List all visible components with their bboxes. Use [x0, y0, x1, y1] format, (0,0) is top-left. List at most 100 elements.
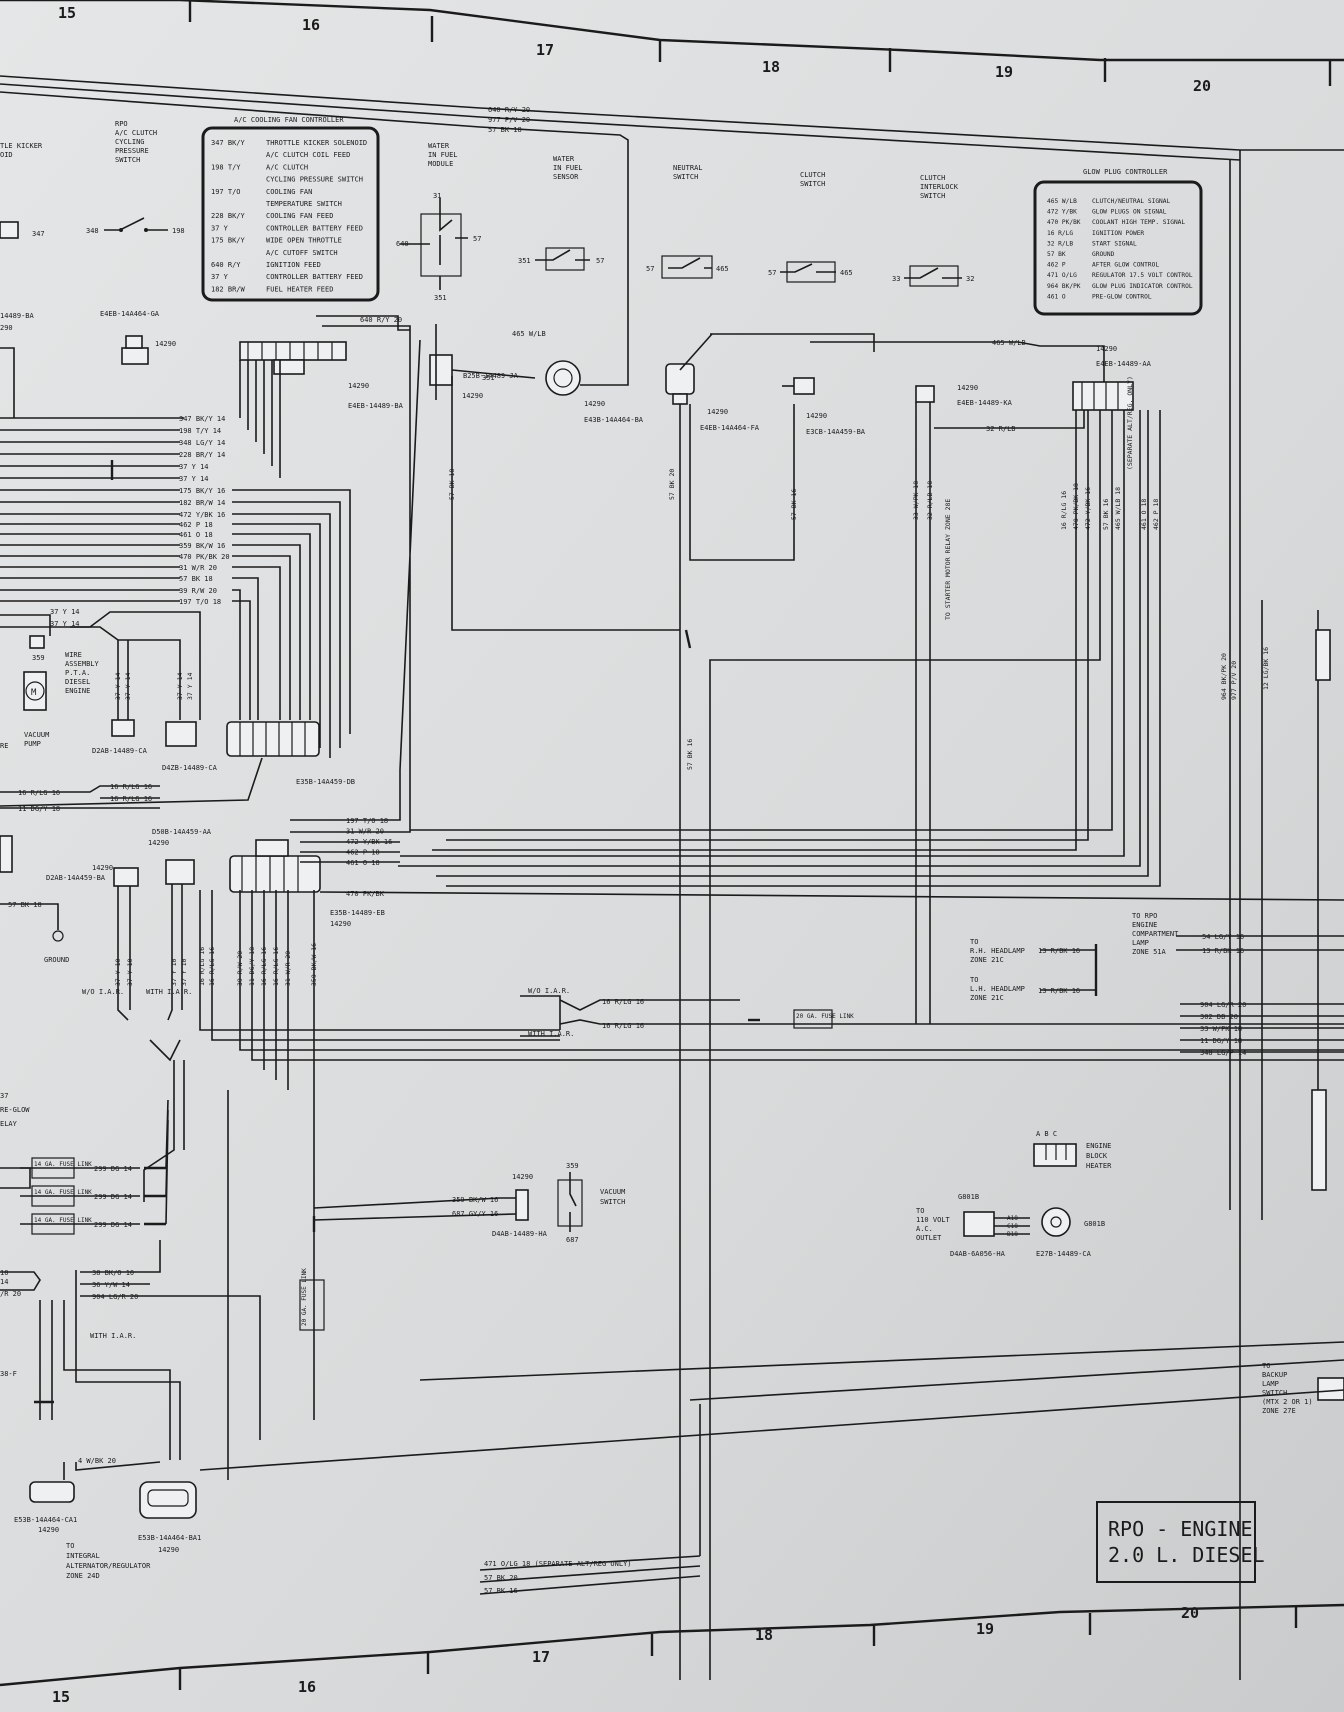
c14: D4AB-14489-HA	[492, 1230, 548, 1238]
ground-label: GROUND	[44, 956, 69, 964]
w32-label: 32 R/LB	[986, 425, 1016, 433]
w465-label: 465 W/LB	[992, 339, 1026, 347]
vlabel-v57bk16b: 57 BK 16	[686, 739, 694, 770]
bus-977: 977 P/V 20	[488, 116, 530, 124]
b18: B18	[1007, 1231, 1018, 1238]
gpc-row-desc-6: AFTER GLOW CONTROL	[1092, 262, 1159, 269]
cs-t1: SWITCH	[800, 180, 825, 188]
acs-title-1: A/C CLUTCH	[115, 129, 157, 137]
rh2: ZONE 21C	[970, 956, 1004, 964]
bus-640: 640 R/Y 20	[488, 106, 530, 114]
rpo-line2: 2.0 L. DIESEL	[1108, 1543, 1265, 1567]
vlabel-v33: 33 W/PK 18	[912, 481, 920, 520]
left-16: 16 R/LG 16	[18, 789, 60, 797]
acs-title-0: RPO	[115, 120, 128, 128]
acfc-row-desc-12: FUEL HEATER FEED	[266, 285, 333, 293]
acfc-row-desc-8: WIDE OPEN THROTTLE	[266, 237, 342, 245]
left-e4eb: E4EB-14A464-GA	[100, 310, 160, 318]
connector-e3cb: 14290 E3CB-14A459-BA	[782, 377, 866, 436]
wifm-t1: IN FUEL	[428, 151, 458, 159]
lower-bundle-label-0: 197 T/O 18	[346, 817, 388, 825]
w299a: 299 DG 14	[94, 1165, 132, 1173]
da-2: P.T.A.	[65, 669, 90, 677]
top-bus: 640 R/Y 20 977 P/V 20 57 BK 18	[0, 75, 1344, 1680]
zone-bottom-15: 15	[52, 1688, 70, 1706]
c18: C18	[1007, 1223, 1018, 1230]
c18: E53B-14A464-BA1	[138, 1534, 201, 1542]
lower-bundle-label-4: 461 O 18	[346, 859, 380, 867]
w13c: 13 R/BK 16	[1202, 947, 1244, 955]
c6n: 14290	[957, 384, 978, 392]
acfc-row-desc-2: A/C CLUTCH	[266, 163, 308, 171]
vs-top: 359	[566, 1162, 579, 1170]
right-bundle-label-2: 33 W/PK 18	[1200, 1025, 1242, 1033]
wifs-right: 57	[596, 257, 604, 265]
w38: 38 BK/O 10	[92, 1269, 134, 1277]
alt3: ZONE 24D	[66, 1572, 100, 1580]
aco0: TO	[916, 1207, 924, 1215]
zone-bottom-18: 18	[755, 1626, 773, 1644]
vlabel-v472: 472 Y/BK 16	[1084, 487, 1092, 530]
bh1: BLOCK	[1086, 1152, 1108, 1160]
connector-e4eb-ka: 14290 E4EB-14489-KA	[915, 384, 1013, 407]
harness-label-6: 175 BK/Y 16	[179, 487, 225, 495]
vlabel-v465: 465 W/LB 18	[1114, 487, 1122, 530]
c11n: 14290	[148, 839, 169, 847]
bl3: SWITCH	[1262, 1389, 1287, 1397]
with-iar-a: WITH I.A.R.	[146, 988, 192, 996]
vlabel-v57bk20: 57 BK 20	[668, 469, 676, 500]
abc: A B C	[1036, 1130, 1057, 1138]
harness-label-7: 182 BR/W 14	[179, 499, 225, 507]
right-bundle-label-4: 348 LG/P 14	[1200, 1049, 1246, 1057]
w54: 54 LG/Y 16	[1202, 933, 1244, 941]
connector-e43b: 14290 E43B-14A464-BA	[545, 360, 644, 424]
ns-t0: NEUTRAL	[673, 164, 703, 172]
right-bundle-label-3: 11 DG/Y 18	[1200, 1037, 1242, 1045]
g801b-b: G801B	[1084, 1220, 1105, 1228]
alt-branch: 10 14 /R 20 38 BK/O 10 36 Y/W 14 904 LG/…	[0, 1240, 261, 1580]
vlabel-sepalt: (SEPARATE ALT/REG. ONLY)	[1126, 376, 1134, 470]
w299b: 299 DG 14	[94, 1193, 132, 1201]
left-347: 347	[32, 230, 45, 238]
left-re: RE	[0, 742, 8, 750]
iar-with: WITH I.A.R.	[528, 1030, 574, 1038]
bl0: TO	[1262, 1362, 1270, 1370]
fuse14-a: 14 GA. FUSE LINK	[34, 1161, 92, 1168]
gpc-row-desc-2: COOLANT HIGH TEMP. SIGNAL	[1092, 219, 1185, 226]
ci-left: 33	[892, 275, 900, 283]
water-in-fuel-sensor: WATER IN FUEL SENSOR 351 57	[518, 155, 604, 271]
ci-t0: CLUTCH	[920, 174, 945, 182]
acfc-row-wire-12: 182 BR/W	[211, 285, 246, 293]
harness-label-16: 197 T/O 18	[179, 598, 221, 606]
acfc-row-desc-3: CYCLING PRESSURE SWITCH	[266, 176, 363, 184]
gpc-row-wire-2: 470 PK/BK	[1047, 219, 1081, 226]
iar-out2: 16 R/LG 16	[602, 1022, 644, 1030]
acfc-row-wire-2: 198 T/Y	[211, 163, 241, 171]
da-4: ENGINE	[65, 687, 90, 695]
rpo-engine-box: RPO - ENGINE 2.0 L. DIESEL	[1096, 1501, 1265, 1583]
wifm-t2: MODULE	[428, 160, 453, 168]
c15: D4AB-6A056-HA	[950, 1250, 1006, 1258]
c11: D50B-14A459-AA	[152, 828, 212, 836]
wifm-right: 57	[473, 235, 481, 243]
lh1: L.H. HEADLAMP	[970, 985, 1025, 993]
w37y-b: 37 Y 14	[50, 620, 80, 628]
acs-title-3: PRESSURE	[115, 147, 149, 155]
c5: E3CB-14A459-BA	[806, 428, 866, 436]
c4: E4EB-14A464-FA	[700, 424, 760, 432]
w37y-a: 37 Y 14	[50, 608, 80, 616]
a18: A18	[1007, 1215, 1018, 1222]
left-10: 10	[0, 1269, 8, 1277]
ci-t1: INTERLOCK	[920, 183, 959, 191]
right-headlamps: TO R.H. HEADLAMP ZONE 21C TO L.H. HEADLA…	[970, 600, 1344, 1401]
harness-label-2: 348 LG/Y 14	[179, 439, 225, 447]
c12n: 14290	[92, 864, 113, 872]
acfc-row-desc-11: CONTROLLER BATTERY FEED	[266, 273, 363, 281]
wifs-t0: WATER	[553, 155, 575, 163]
c8: E35B-14A459-DB	[296, 778, 355, 786]
bh0: ENGINE	[1086, 1142, 1111, 1150]
vp-t0: VACUUM	[24, 731, 49, 739]
